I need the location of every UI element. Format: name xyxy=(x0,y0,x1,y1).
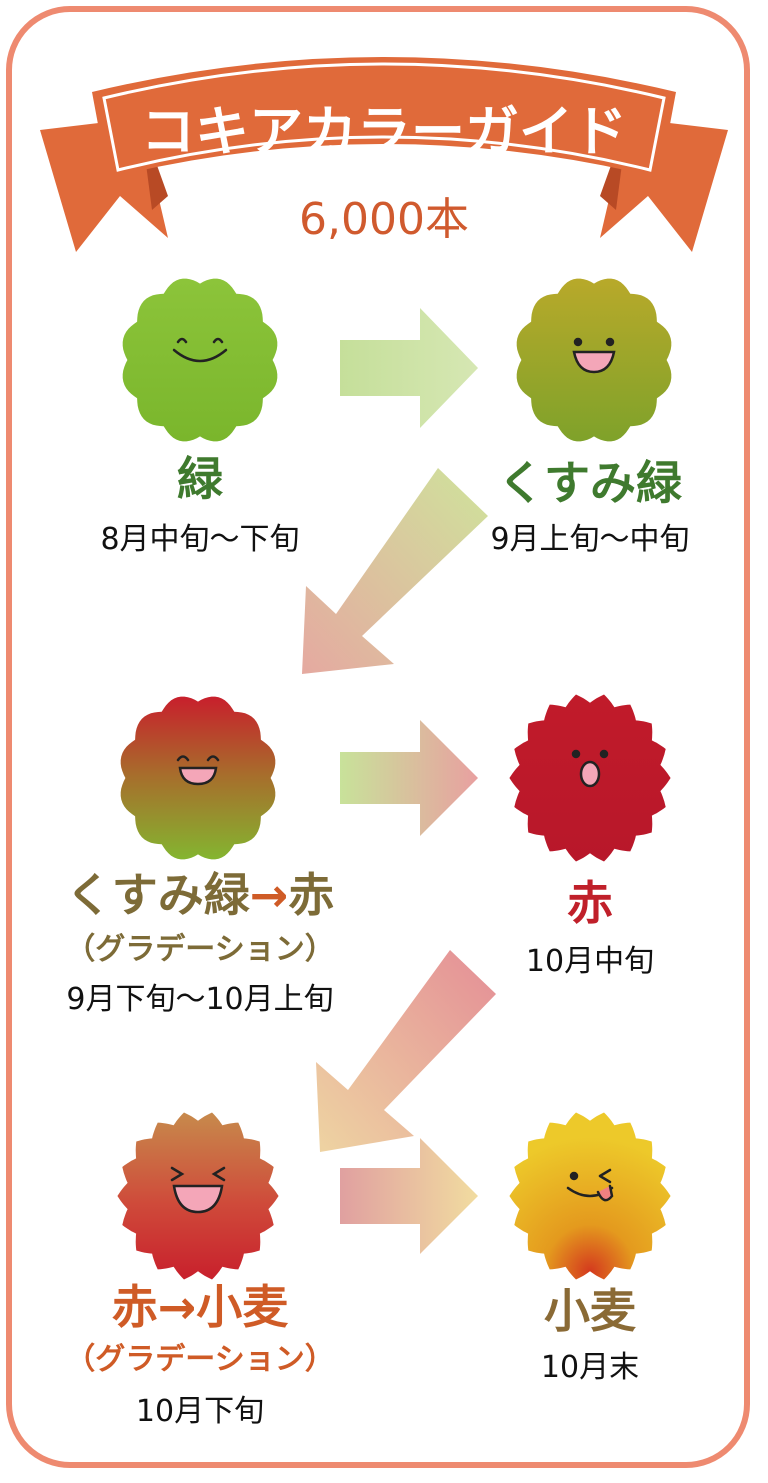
kochia-plant-3 xyxy=(120,696,276,860)
stage-3-date: 9月下旬〜10月上旬 xyxy=(66,982,334,1017)
kochia-face-6 xyxy=(566,1168,614,1202)
title-banner: コキアカラーガイド xyxy=(40,57,728,252)
stage-5-name-from: 赤 xyxy=(111,1280,158,1334)
kochia-plant-1 xyxy=(122,278,278,442)
stage-3-name: くすみ緑→赤 xyxy=(20,870,380,921)
plant-count: 6,000本 xyxy=(299,194,469,245)
stage-6-date: 10月末 xyxy=(540,1350,640,1385)
stage-3-name-to: 赤 xyxy=(288,868,335,922)
arrow-right-3 xyxy=(340,1138,478,1254)
arrow-right-2 xyxy=(340,720,478,836)
stage-3-sub: （グラデーション） xyxy=(65,932,335,967)
stage-3-arrow: → xyxy=(249,868,289,922)
stage-6-name: 小麦 xyxy=(544,1284,636,1338)
kochia-plant-5 xyxy=(117,1112,279,1280)
title-text: コキアカラーガイド xyxy=(141,100,627,163)
kochia-plant-4 xyxy=(509,694,671,862)
stage-5-name-to: 小麦 xyxy=(196,1280,289,1334)
arrow-right-1 xyxy=(340,308,478,428)
stage-5-name: 赤→小麦 xyxy=(40,1282,360,1333)
kochia-face-1 xyxy=(172,337,228,363)
kochia-face-5 xyxy=(170,1166,226,1214)
stage-4-date: 10月中旬 xyxy=(525,944,655,979)
stage-2-date: 9月上旬〜中旬 xyxy=(490,522,690,557)
stage-1-date: 8月中旬〜下旬 xyxy=(100,522,300,557)
stage-5-arrow: → xyxy=(157,1280,197,1334)
stage-5-sub: （グラデーション） xyxy=(65,1342,335,1377)
stage-1-name: 緑 xyxy=(177,452,223,506)
stage-2-name: くすみ緑 xyxy=(498,456,682,510)
stage-3-name-from: くすみ緑 xyxy=(65,868,250,922)
arrow-diagonal-1 xyxy=(302,468,488,674)
kochia-face-4 xyxy=(571,749,609,788)
kochia-face-3 xyxy=(176,755,220,786)
stage-4-name: 赤 xyxy=(567,876,613,930)
arrow-diagonal-2 xyxy=(316,950,496,1152)
kochia-face-2 xyxy=(572,337,616,374)
kochia-plant-6 xyxy=(509,1112,671,1280)
stage-5-date: 10月下旬 xyxy=(135,1394,265,1429)
kochia-plant-2 xyxy=(516,278,672,442)
